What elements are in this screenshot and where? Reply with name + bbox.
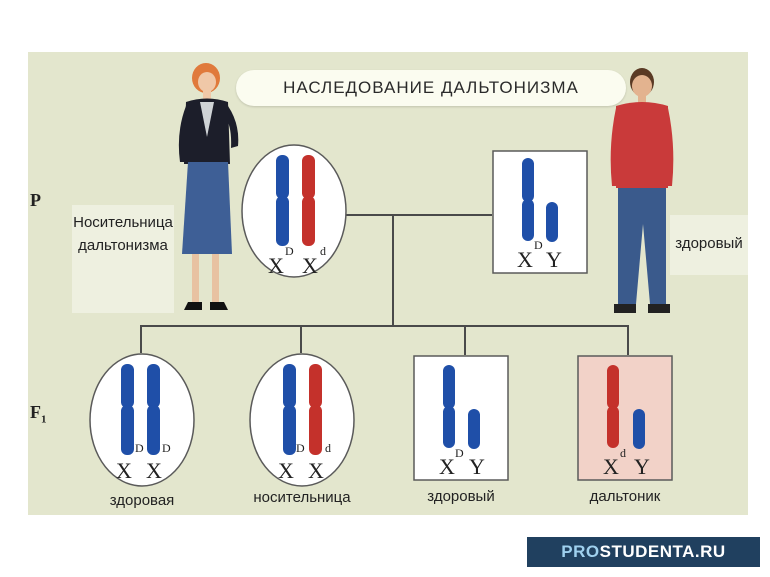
offspring-4-allele: d	[620, 446, 626, 460]
mother-caption-line2: дальтонизма	[78, 237, 168, 255]
offspring-1-caption: здоровая	[109, 492, 175, 509]
watermark-part2: STUDENTA.RU	[599, 542, 726, 561]
mother-allele-2: d	[320, 244, 326, 258]
offspring-4-genotype-card: X d Y	[577, 355, 673, 481]
offspring-2-x2: X	[308, 458, 324, 483]
offspring-3-caption: здоровый	[427, 488, 495, 505]
offspring-2-allele-2: d	[325, 441, 331, 455]
mother-allele-1: D	[285, 244, 294, 258]
offspring-3-allele: D	[455, 446, 464, 460]
offspring-1-genotype-card: X D X D	[89, 353, 195, 487]
watermark-part1: PRO	[561, 542, 600, 561]
offspring-1-allele-2: D	[162, 441, 171, 455]
offspring-3-x: X	[439, 454, 455, 479]
father-allele: D	[534, 238, 543, 252]
parents-descent-line	[392, 214, 394, 326]
mother-x1: X	[268, 253, 284, 278]
offspring-2-x1: X	[278, 458, 294, 483]
offspring-3-genotype-card: X D Y	[413, 355, 509, 481]
parents-connector	[346, 214, 492, 216]
generation-f1-label: F1	[30, 402, 47, 426]
offspring-1-x2: X	[146, 458, 162, 483]
offspring-bar	[140, 325, 629, 327]
mother-caption-box: Носительница дальтонизма	[72, 205, 174, 313]
offspring-4-caption: дальтоник	[589, 488, 661, 505]
diagram-title: НАСЛЕДОВАНИЕ ДАЛЬТОНИЗМА	[236, 70, 626, 106]
father-caption: здоровый	[675, 235, 743, 252]
offspring-2-genotype-card: X D X d	[249, 353, 355, 487]
offspring-drop-3	[464, 325, 466, 355]
mother-genotype-card: X D X d	[241, 144, 347, 278]
offspring-1-x1: X	[116, 458, 132, 483]
woman-figure-icon	[178, 63, 239, 310]
father-y: Y	[546, 247, 562, 272]
f-letter: F	[30, 402, 41, 422]
offspring-1-allele-1: D	[135, 441, 144, 455]
offspring-drop-4	[627, 325, 629, 355]
mother-caption-line1: Носительница	[73, 214, 173, 231]
mother-x2: X	[302, 253, 318, 278]
father-caption-box: здоровый	[670, 215, 748, 275]
offspring-3-y: Y	[469, 454, 485, 479]
offspring-drop-2	[300, 325, 302, 353]
offspring-4-x: X	[603, 454, 619, 479]
offspring-2-caption: носительница	[253, 489, 351, 506]
father-x: X	[517, 247, 533, 272]
offspring-4-y: Y	[634, 454, 650, 479]
man-figure-icon	[610, 68, 674, 313]
father-genotype-card: X D Y	[492, 150, 588, 274]
offspring-2-allele-1: D	[296, 441, 305, 455]
offspring-drop-1	[140, 325, 142, 353]
generation-p-label: P	[30, 190, 41, 210]
f-subscript: 1	[41, 413, 47, 426]
